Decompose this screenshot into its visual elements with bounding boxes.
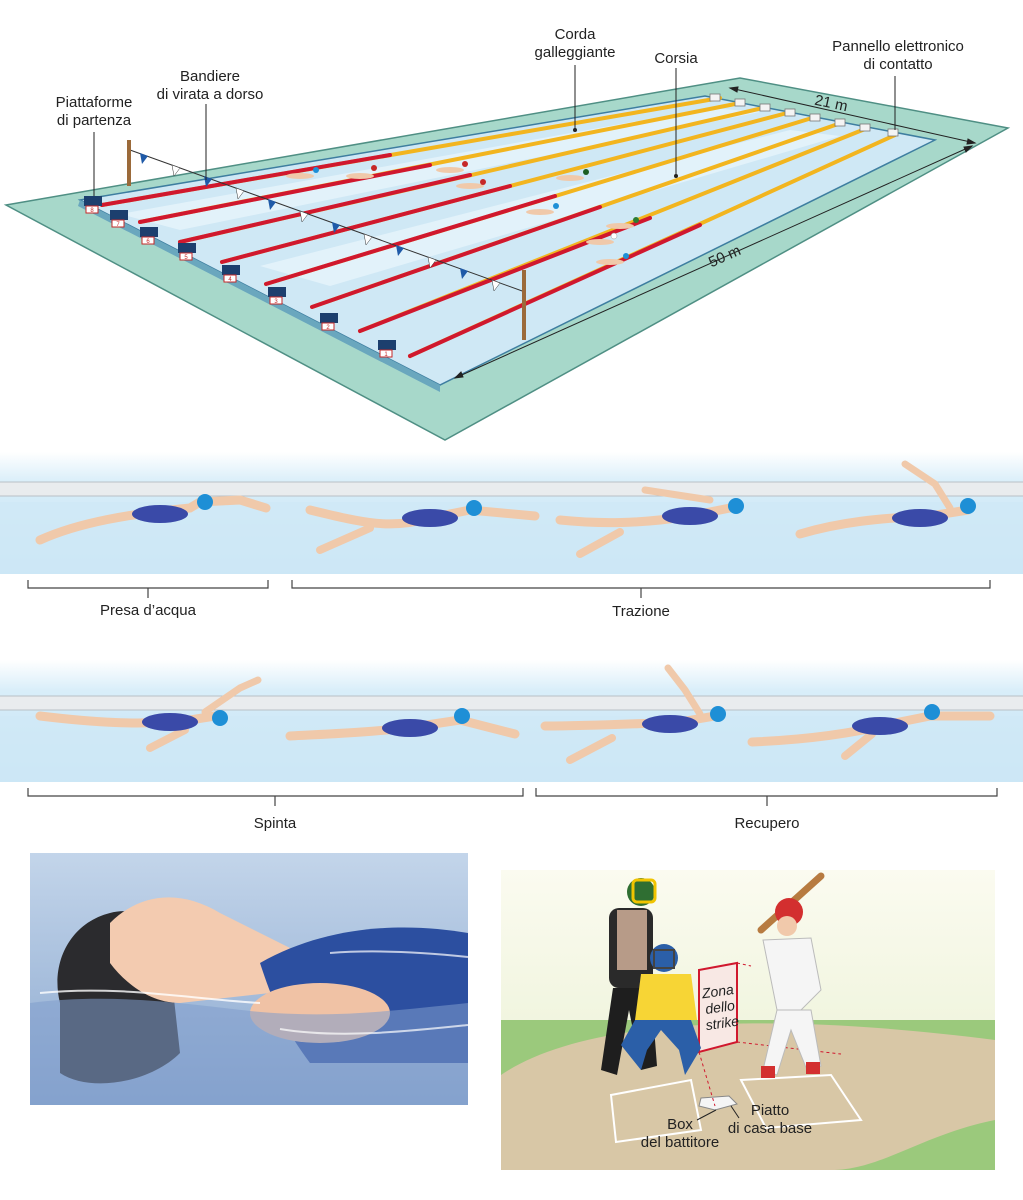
lane-ropes [100,96,897,358]
phase-label: Trazione [612,603,670,620]
swimmer-4 [795,460,976,539]
label-lane: Corsia [654,50,698,67]
label-line: Bandiere [179,68,241,85]
batter [757,872,825,1078]
catcher [621,944,701,1075]
swimmer-8 [747,704,995,760]
baseball-scene [501,870,995,1170]
label-line: del battitore [640,1134,720,1151]
dimension-lines [453,86,977,379]
phase-brackets-row-1 [27,580,991,598]
svg-text:4: 4 [228,277,232,283]
label-lane-rope: Corda galleggiante [522,26,628,62]
svg-text:3: 3 [274,299,278,305]
svg-text:2: 2 [326,325,330,331]
label-line: Box [667,1116,693,1133]
swimmer-2 [305,500,540,554]
label-line: di casa base [727,1120,813,1137]
pool-diagram: 8 7 6 5 4 3 2 1 [3,65,1011,441]
stroke-row-2 [0,660,1023,782]
label-strike-zone: Zona dello strike [697,980,743,1033]
swimmer-7 [540,664,726,764]
label-home-plate: Piatto di casa base [720,1102,820,1138]
label-line: Pannello elettronico [832,38,964,55]
label-batter-box: Box del battitore [630,1116,730,1152]
label-starting-blocks: Piattaforme di partenza [42,94,146,130]
starting-blocks: 8 7 6 5 4 3 2 1 [84,196,396,358]
swimmers [286,161,639,265]
phase-label: Recupero [734,815,800,832]
swimmer-1 [35,494,271,545]
phase-brackets-row-2 [27,788,998,806]
label-backstroke-flags: Bandiere di virata a dorso [140,68,280,104]
label-line: Corda [554,26,596,43]
svg-text:5: 5 [184,255,188,261]
stroke-row-1 [0,452,1023,574]
swimmer-6 [285,708,520,741]
swimmer-3 [555,486,744,558]
touch-panels [709,93,899,137]
label-line: galleggiante [534,44,616,61]
backstroke-closeup [30,853,468,1105]
svg-text:6: 6 [146,239,150,245]
phase-label: Presa d’acqua [100,602,196,619]
label-line: di virata a dorso [156,86,264,103]
home-plate [698,1095,738,1111]
svg-text:1: 1 [384,352,388,358]
label-line: di partenza [56,112,132,129]
phase-label: Spinta [253,815,297,832]
label-touch-panel: Pannello elettronico di contatto [818,38,978,74]
label-line: di contatto [863,56,933,73]
swimmer-5 [35,676,262,752]
label-line: Piattaforme [55,94,133,111]
label-line: Piatto [750,1102,790,1119]
svg-text:8: 8 [90,208,94,214]
svg-text:7: 7 [116,222,120,228]
